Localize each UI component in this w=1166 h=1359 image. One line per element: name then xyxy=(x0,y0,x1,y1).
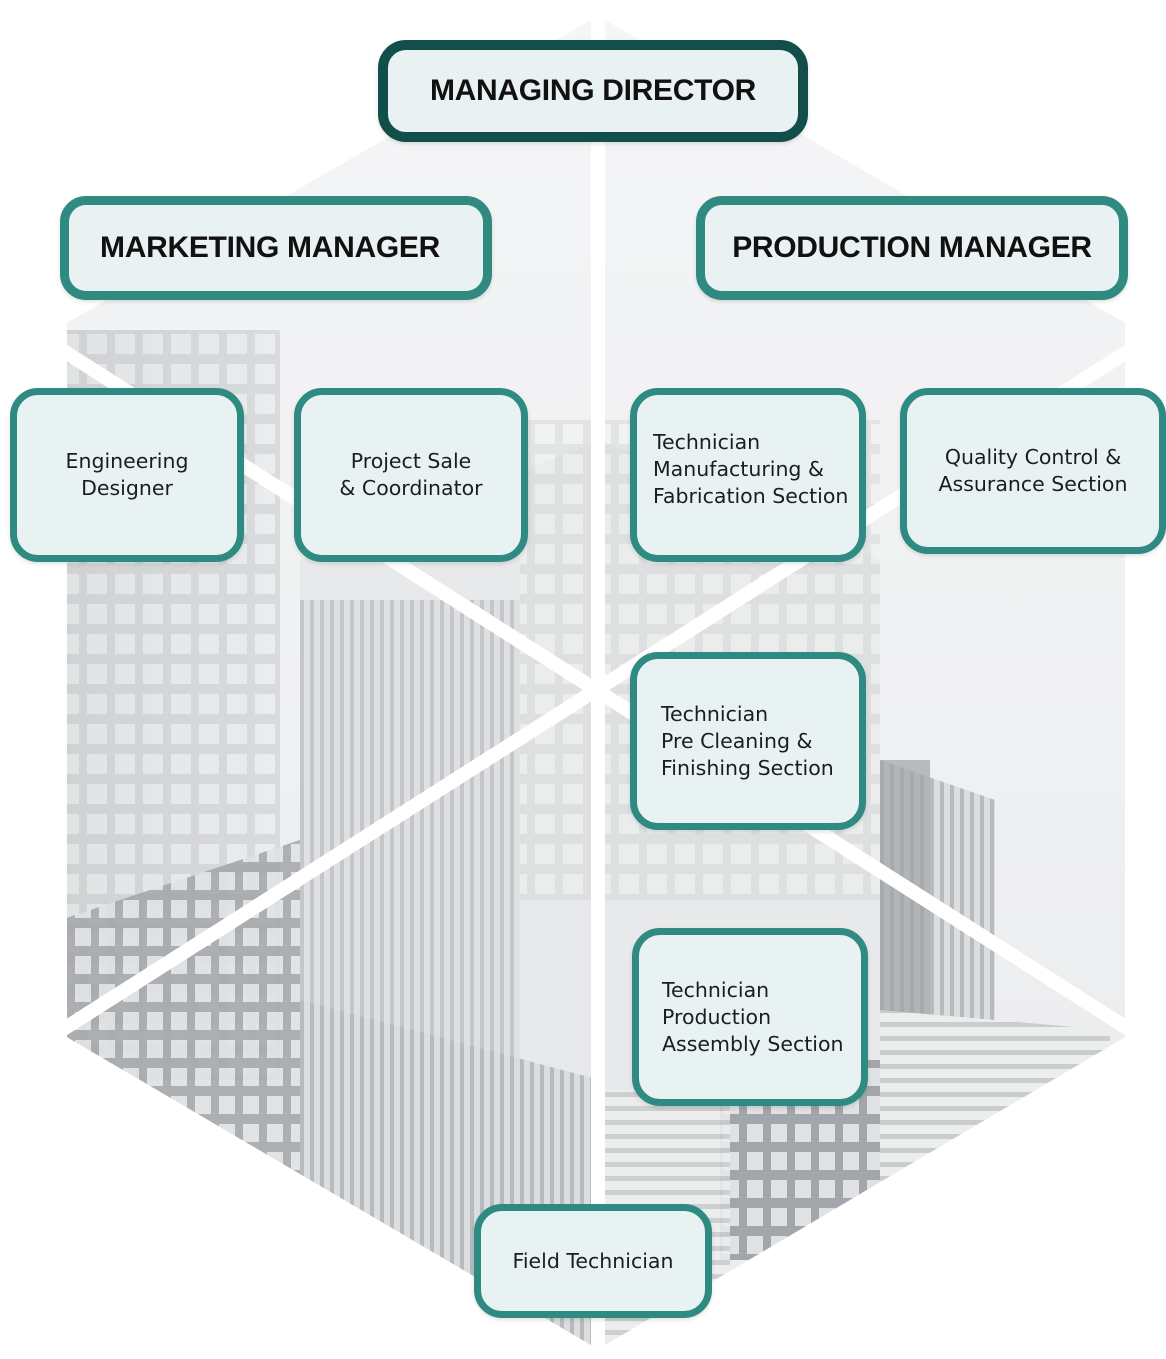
manufacturing-fabrication-box: Technician Manufacturing & Fabrication S… xyxy=(630,388,866,562)
managing-director-title: MANAGING DIRECTOR xyxy=(429,74,756,107)
production-assembly-label: Technician Production Assembly Section xyxy=(662,977,844,1056)
pre-cleaning-finishing-box: Technician Pre Cleaning & Finishing Sect… xyxy=(630,652,866,830)
quality-control-assurance-box: Quality Control & Assurance Section xyxy=(900,388,1166,554)
production-manager-title: PRODUCTION MANAGER xyxy=(732,231,1092,264)
quality-control-assurance-label: Quality Control & Assurance Section xyxy=(938,445,1128,496)
marketing-manager-box: MARKETING MANAGER xyxy=(60,196,492,300)
production-manager-box: PRODUCTION MANAGER xyxy=(696,196,1128,300)
field-technician-box: Field Technician xyxy=(474,1204,712,1318)
field-technician-label: Field Technician xyxy=(512,1248,674,1273)
project-sale-coordinator-label: Project Sale & Coordinator xyxy=(339,449,483,500)
production-assembly-box: Technician Production Assembly Section xyxy=(632,928,868,1106)
pre-cleaning-finishing-label: Technician Pre Cleaning & Finishing Sect… xyxy=(661,701,834,780)
manufacturing-fabrication-label: Technician Manufacturing & Fabrication S… xyxy=(653,430,849,507)
engineering-designer-box: Engineering Designer xyxy=(10,388,244,562)
managing-director-box: MANAGING DIRECTOR xyxy=(378,40,808,142)
marketing-manager-title: MARKETING MANAGER xyxy=(100,231,440,264)
project-sale-coordinator-box: Project Sale & Coordinator xyxy=(294,388,528,562)
engineering-designer-label: Engineering Designer xyxy=(65,449,189,500)
